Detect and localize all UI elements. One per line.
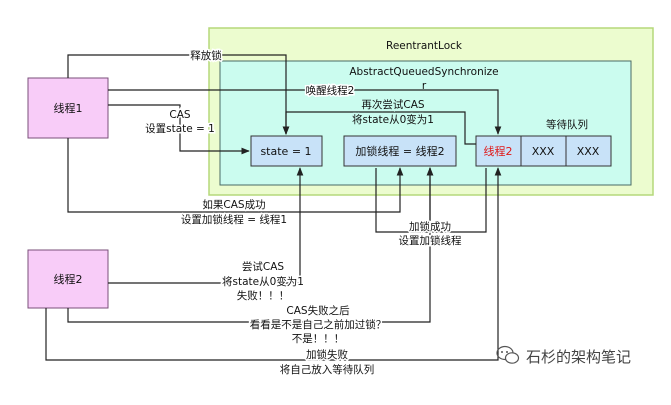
queue-item-thread2 — [475, 135, 522, 167]
label-try-cas-line1: 尝试CAS — [242, 260, 285, 273]
thread1-label: 线程1 — [54, 101, 83, 115]
thread2-box — [27, 249, 109, 309]
label-after-fail-line2: 看看是不是自己之前加过锁？ — [250, 318, 387, 331]
lock-thread-box — [343, 135, 457, 167]
after-cas-fail-arrow — [67, 167, 434, 323]
aqs-title-line2: r — [422, 80, 427, 92]
wake-thread2-arrow — [108, 89, 502, 135]
state-box — [250, 135, 323, 167]
lock-thread-box-label: 加锁线程 = 线程2 — [355, 144, 444, 158]
label-after-fail-line1: CAS失败之后 — [286, 304, 349, 317]
queue-item-2-label: XXX — [532, 145, 555, 158]
label-lock-success-line2: 设置加锁线程 — [399, 234, 462, 247]
release-lock-arrow — [67, 54, 290, 135]
label-after-fail-line3: 不是！！！ — [292, 333, 345, 345]
cas-set-state-arrow — [108, 104, 250, 155]
label-release-lock: 释放锁 — [190, 49, 222, 62]
reentrantlock-title: ReentrantLock — [386, 40, 463, 52]
label-cas-line2: 设置state = 1 — [145, 123, 215, 135]
lock-success-arrow-b — [430, 168, 487, 233]
queue-item-2 — [520, 135, 567, 167]
label-lock-fail-line1: 加锁失败 — [306, 348, 348, 361]
watermark-text: 石杉的架构笔记 — [526, 348, 631, 366]
label-cas-success-line2: 设置加锁线程 = 线程1 — [181, 213, 287, 226]
cas-success-arrow — [67, 138, 404, 213]
thread2-label: 线程2 — [54, 272, 83, 286]
queue-item-3-label: XXX — [577, 145, 600, 158]
queue-item-3 — [565, 135, 612, 167]
state-box-label: state = 1 — [260, 145, 311, 158]
try-cas-arrow — [108, 167, 304, 284]
lock-fail-arrow — [45, 167, 502, 361]
label-retry-line1: 再次尝试CAS — [361, 98, 425, 111]
wechat-icon — [496, 345, 520, 364]
label-try-cas-line2: 将state从0变为1 — [222, 275, 304, 288]
label-lock-fail-line2: 将自己放入等待队列 — [280, 363, 375, 376]
aqs-title-line1: AbstractQueuedSynchronize — [349, 66, 498, 78]
retry-cas-arrow — [282, 111, 476, 145]
queue-item-thread2-label: 线程2 — [484, 144, 513, 158]
label-retry-line2: 将state从0变为1 — [352, 113, 434, 126]
label-cas-success-line1: 如果CAS成功 — [202, 198, 265, 211]
label-try-cas-line3: 失败！！！ — [237, 289, 290, 302]
label-wake-thread2: 唤醒线程2 — [306, 84, 355, 97]
thread1-box — [27, 77, 109, 139]
label-lock-success-line1: 加锁成功 — [409, 220, 451, 233]
wait-queue-title: 等待队列 — [546, 118, 588, 131]
label-cas-line1: CAS — [169, 109, 191, 121]
